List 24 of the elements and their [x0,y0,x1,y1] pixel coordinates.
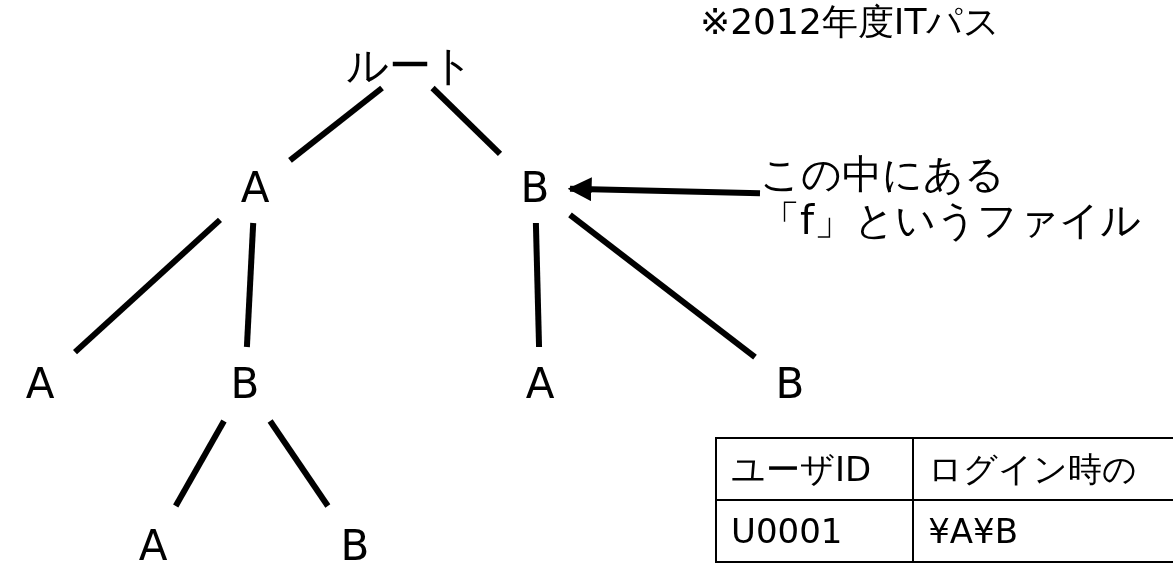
title: ※2012年度ITパス [700,2,1001,42]
tree-branch-line [568,212,757,360]
tree-node-label: A [525,359,555,409]
tree-node-label: B [520,163,550,213]
tree-node-label: B [775,359,805,409]
table-header-cell: ログイン時の [913,438,1173,501]
tree-node-label: A [25,359,55,409]
tree-branch-line [73,217,222,355]
tree-node-label: B [230,359,260,409]
arrow [567,177,761,202]
tree-node-label: ルート [346,41,474,91]
tree-node-label: B [340,521,370,571]
tree-node-label: A [240,163,270,213]
tree-branch-line [288,85,384,163]
callout-text: この中にある [760,151,1005,197]
tree-branch-line [267,419,331,508]
table-cell: U0001 [716,500,914,563]
tree-node-label: A [138,521,168,571]
tree-branch-line [243,222,257,348]
callout-text: 「f」というファイル [760,197,1142,243]
table-header-cell: ユーザID [716,438,914,501]
tree-branch-line [532,222,543,348]
tree-branch-line [173,419,227,508]
tree-branch-line [430,85,503,156]
